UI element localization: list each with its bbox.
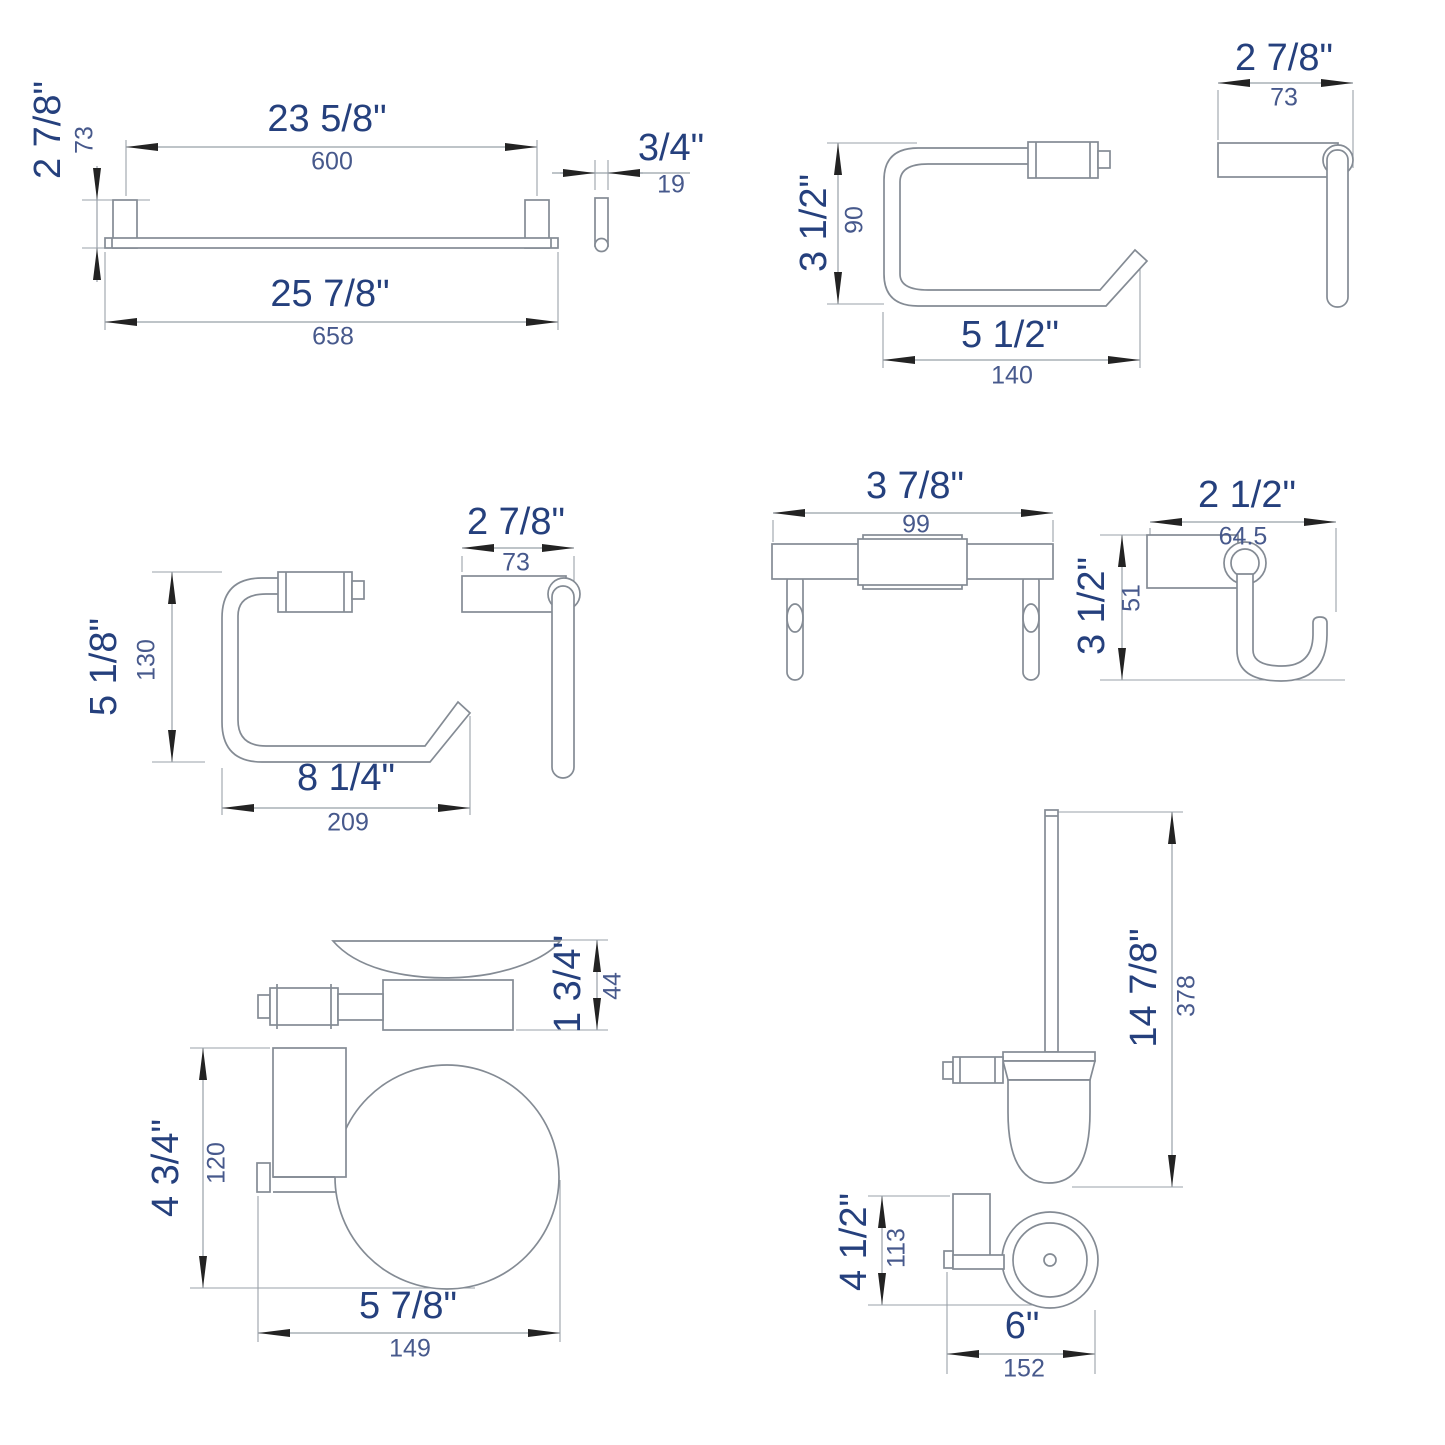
towel-ring-side-rod <box>551 585 575 779</box>
towel-bar-side-tip <box>594 237 609 253</box>
towel-bar-length-mm-label: 600 <box>311 148 353 176</box>
double-hook-side-hook <box>1236 573 1328 682</box>
towel-bar-diameter-mm-label: 19 <box>657 171 685 199</box>
towel-ring-drawing: 5 1/8" 130 8 1/4" 209 2 7/8" 73 <box>83 501 581 837</box>
towel-ring-front-view <box>221 571 472 763</box>
soap-dish-stud-block <box>269 987 339 1026</box>
towel-bar-length-inch-label: 23 5/8" <box>267 98 386 140</box>
toilet-brush-cup-rim <box>1002 1051 1096 1062</box>
towel-ring-mount-block <box>277 571 353 613</box>
paper-holder-height-inch-label: 3 1/2" <box>793 174 835 272</box>
towel-bar-drawing: 23 5/8" 600 2 7/8" 73 25 7/8" 658 3/4" 1… <box>27 81 704 351</box>
paper-holder-side-view <box>1217 142 1354 308</box>
towel-ring-width-mm-label: 209 <box>327 809 369 837</box>
paper-holder-front-view <box>883 141 1149 307</box>
soap-dish-height-mm-label: 44 <box>599 972 627 1000</box>
soap-dish-width-inch-label: 5 7/8" <box>359 1285 457 1327</box>
soap-dish-top-post <box>272 1047 347 1178</box>
towel-bar-overall-mm-label: 658 <box>312 323 354 351</box>
toilet-brush-top-arm <box>952 1254 1005 1270</box>
soap-dish-cup-side <box>382 979 514 1031</box>
towel-ring-loop <box>221 577 472 763</box>
double-hook-front-view <box>771 534 1054 681</box>
double-hook-width-mm-label: 99 <box>902 511 930 539</box>
soap-dish-stud-cap <box>257 994 271 1019</box>
double-hook-dimension-lines <box>772 509 1345 681</box>
toilet-brush-depth-mm-label: 113 <box>883 1228 911 1268</box>
toilet-brush-cup-body <box>1007 1079 1091 1184</box>
towel-ring-mount-stub <box>351 580 365 600</box>
toilet-brush-cup-collar <box>1001 1060 1097 1081</box>
double-hook-drawing: 3 7/8" 99 2 1/2" 64.5 3 1/2" 51 <box>771 465 1345 682</box>
toilet-brush-depth-inch-label: 4 1/2" <box>833 1193 875 1291</box>
towel-bar-side-view <box>594 197 609 253</box>
toilet-brush-top-stud <box>943 1250 954 1269</box>
double-hook-height-mm-label: 51 <box>1118 584 1146 612</box>
towel-bar-height-mm-label: 73 <box>71 126 99 154</box>
toilet-brush-width-inch-label: 6" <box>1005 1305 1040 1347</box>
paper-holder-mount-stub <box>1097 150 1111 169</box>
paper-holder-depth-mm-label: 73 <box>1270 84 1298 112</box>
soap-dish-top-circle <box>334 1064 560 1290</box>
paper-holder-side-rod <box>1326 149 1349 308</box>
double-hook-depth-inch-label: 2 1/2" <box>1198 474 1296 516</box>
toilet-brush-dimension-lines <box>868 811 1183 1374</box>
toilet-brush-top-center-dot <box>1043 1253 1057 1267</box>
towel-bar-rail <box>104 237 559 249</box>
double-hook-center-block <box>857 538 968 586</box>
towel-ring-height-mm-label: 130 <box>133 639 161 681</box>
paper-holder-drawing: 3 1/2" 90 5 1/2" 140 2 7/8" 73 <box>793 37 1354 390</box>
towel-bar-dimension-lines <box>82 140 690 330</box>
soap-dish-height-inch-label: 1 3/4" <box>547 935 589 1033</box>
towel-bar-overall-inch-label: 25 7/8" <box>270 273 389 315</box>
towel-bar-height-inch-label: 2 7/8" <box>27 81 69 179</box>
toilet-brush-handle <box>1044 809 1059 1053</box>
toilet-brush-drawing: 14 7/8" 378 4 1/2" 113 6" 152 <box>833 809 1201 1383</box>
paper-holder-dimension-lines <box>827 79 1354 368</box>
towel-ring-depth-inch-label: 2 7/8" <box>467 501 565 543</box>
toilet-brush-top-view <box>943 1193 1099 1309</box>
double-hook-side-view <box>1146 534 1328 682</box>
paper-holder-depth-inch-label: 2 7/8" <box>1235 37 1333 79</box>
paper-holder-side-plate <box>1217 142 1339 178</box>
towel-ring-dimension-lines <box>152 544 575 815</box>
paper-holder-height-mm-label: 90 <box>841 206 869 234</box>
toilet-brush-width-mm-label: 152 <box>1003 1355 1045 1383</box>
soap-dish-top-view <box>256 1047 560 1290</box>
double-hook-side-ring-inner <box>1230 548 1260 578</box>
soap-dish-top-stud <box>256 1162 271 1193</box>
soap-dish-width-mm-label: 149 <box>389 1335 431 1363</box>
double-hook-width-inch-label: 3 7/8" <box>866 465 964 507</box>
paper-holder-width-mm-label: 140 <box>991 362 1033 390</box>
double-hook-depth-mm-label: 64.5 <box>1219 523 1268 551</box>
toilet-brush-stud-cap <box>942 1061 954 1080</box>
towel-ring-height-inch-label: 5 1/8" <box>83 618 125 716</box>
towel-ring-side-view <box>461 575 581 779</box>
paper-holder-arm <box>883 147 1149 307</box>
towel-ring-depth-mm-label: 73 <box>502 549 530 577</box>
toilet-brush-height-mm-label: 378 <box>1173 975 1201 1017</box>
soap-dish-bowl <box>331 940 562 979</box>
towel-ring-width-inch-label: 8 1/4" <box>297 757 395 799</box>
soap-dish-side-view <box>257 940 562 1031</box>
soap-dish-depth-mm-label: 120 <box>203 1142 231 1184</box>
paper-holder-width-inch-label: 5 1/2" <box>961 314 1059 356</box>
toilet-brush-front-view <box>942 809 1097 1184</box>
soap-dish-stud-arm <box>337 993 384 1021</box>
double-hook-height-inch-label: 3 1/2" <box>1071 557 1113 655</box>
soap-dish-depth-inch-label: 4 3/4" <box>145 1119 187 1217</box>
soap-dish-drawing: 1 3/4" 44 4 3/4" 120 5 7/8" 149 <box>145 935 627 1363</box>
towel-bar-front-view <box>104 199 559 249</box>
paper-holder-mount-block <box>1027 141 1099 179</box>
towel-bar-diameter-inch-label: 3/4" <box>638 127 704 169</box>
toilet-brush-height-inch-label: 14 7/8" <box>1123 928 1165 1047</box>
